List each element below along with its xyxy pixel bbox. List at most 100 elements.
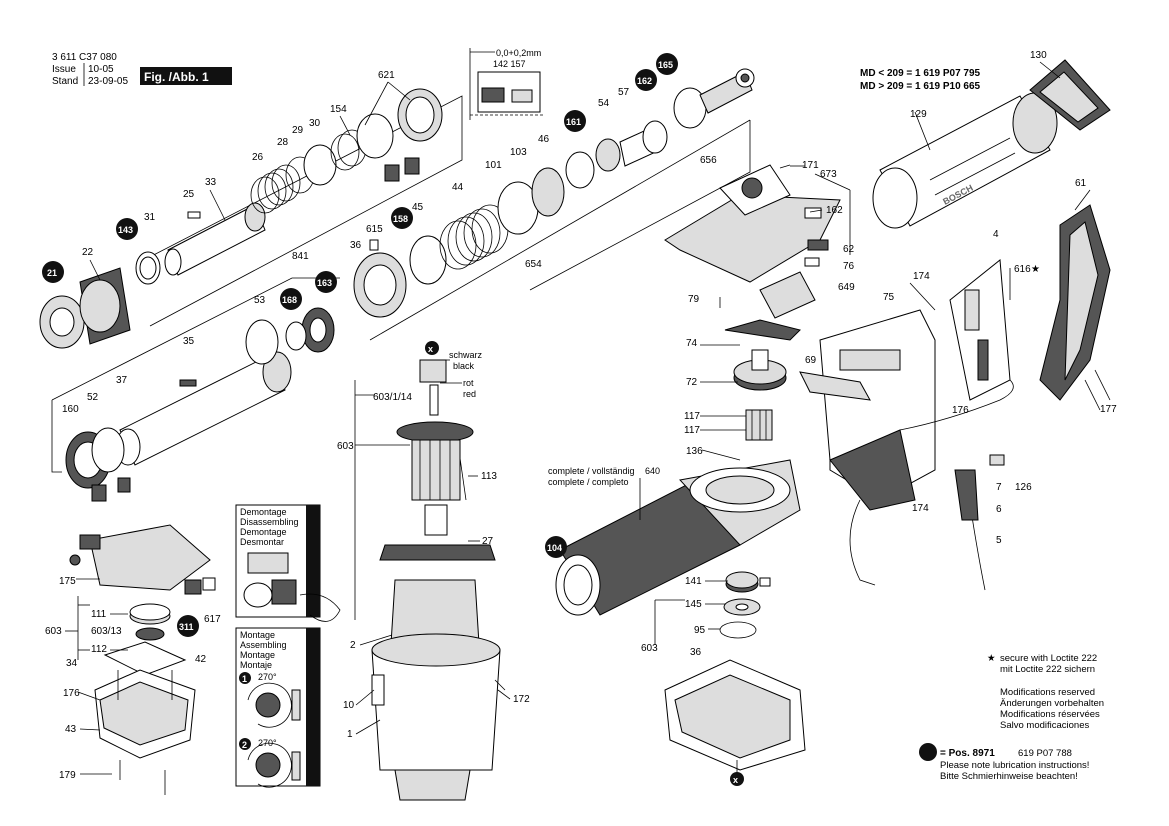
- fig-label-box: [140, 67, 232, 85]
- issue-value: 10-05: [88, 64, 114, 75]
- fig-label: Fig. /Abb. 1: [144, 70, 209, 84]
- label-130: 130: [1030, 50, 1047, 61]
- label-103: 103: [510, 147, 527, 158]
- montage-line-2: Assembling: [240, 640, 287, 650]
- label-69: 69: [805, 355, 817, 366]
- md-note-1: MD < 209 = 1 619 P07 795: [860, 68, 981, 79]
- clutch-parts: [719, 571, 771, 639]
- label-42: 42: [195, 654, 207, 665]
- springs: [250, 88, 443, 214]
- label-129: 129: [910, 109, 927, 120]
- bubble-161: 161: [566, 117, 581, 127]
- label-75: 75: [883, 292, 895, 303]
- label-617: 617: [204, 614, 221, 625]
- label-113: 113: [481, 471, 497, 482]
- loctite-star: ★: [987, 653, 996, 664]
- bubble-158: 158: [393, 214, 408, 224]
- switch-assembly: [949, 204, 1111, 411]
- montage-line-1: Montage: [240, 630, 275, 640]
- wire-black: black: [453, 361, 475, 371]
- header-block: 3 611 C37 080 Issue 10-05 Stand 23-09-05…: [52, 52, 232, 87]
- x-marks: x x: [425, 341, 744, 786]
- complete-line-1: complete / vollständig: [548, 466, 635, 476]
- label-145: 145: [685, 599, 702, 610]
- label-22: 22: [82, 247, 94, 258]
- bubble-21: 21: [47, 268, 57, 278]
- label-174a: 174: [913, 271, 930, 282]
- label-36b: 36: [690, 647, 702, 658]
- lubrication-code: 619 P07 788: [1018, 748, 1072, 759]
- label-615: 615: [366, 224, 383, 235]
- doc-number: 3 611 C37 080: [52, 52, 117, 63]
- demontage-line-4: Desmontar: [240, 537, 284, 547]
- impact-mechanism: [285, 68, 755, 353]
- label-2: 2: [350, 640, 356, 651]
- label-74: 74: [686, 338, 698, 349]
- dim-parts: 142 157: [493, 59, 526, 69]
- label-117a: 117: [684, 411, 700, 422]
- lubrication-line-3: Bitte Schmierhinweise beachten!: [940, 771, 1078, 782]
- barrel-assembly: [51, 277, 340, 502]
- complete-part: 640: [645, 466, 660, 476]
- footnotes: ★ secure with Loctite 222 mit Loctite 22…: [919, 653, 1104, 782]
- label-176a: 176: [952, 405, 969, 416]
- label-29: 29: [292, 125, 304, 136]
- label-72: 72: [686, 377, 698, 388]
- label-54: 54: [598, 98, 610, 109]
- demontage-line-1: Demontage: [240, 507, 287, 517]
- label-34: 34: [66, 658, 78, 669]
- stand-value: 23-09-05: [88, 76, 128, 87]
- label-177: 177: [1100, 404, 1117, 415]
- bubble-143: 143: [118, 225, 133, 235]
- label-101: 101: [485, 160, 502, 171]
- rear-handle-129: BOSCH: [872, 59, 1111, 229]
- label-656: 656: [700, 155, 717, 166]
- label-33: 33: [205, 177, 217, 188]
- label-126: 126: [1015, 482, 1032, 493]
- label-45: 45: [412, 202, 424, 213]
- x-mark-top: x: [428, 344, 433, 354]
- gear-housing-cover: [664, 164, 841, 319]
- leader-lines: [65, 61, 1091, 775]
- spindle-assembly: [39, 88, 463, 349]
- label-179: 179: [59, 770, 76, 781]
- montage-line-3: Montage: [240, 650, 275, 660]
- label-79: 79: [688, 294, 700, 305]
- montage-step-1: 1: [242, 674, 247, 684]
- label-171: 171: [802, 160, 819, 171]
- label-603-1-14: 603/1/14: [373, 392, 412, 403]
- montage-box: Montage Assembling Montage Montaje 1 270…: [235, 627, 321, 788]
- label-841: 841: [292, 251, 309, 262]
- label-76: 76: [843, 261, 855, 272]
- label-7: 7: [996, 482, 1002, 493]
- label-46: 46: [538, 134, 550, 145]
- label-603b: 603: [337, 441, 354, 452]
- label-154: 154: [330, 104, 347, 115]
- label-10: 10: [343, 700, 355, 711]
- label-52: 52: [87, 392, 99, 403]
- label-27: 27: [482, 536, 494, 547]
- demontage-line-3: Demontage: [240, 527, 287, 537]
- label-654: 654: [525, 259, 542, 270]
- label-136: 136: [686, 446, 703, 457]
- demontage-box: Demontage Disassembling Demontage Desmon…: [235, 504, 341, 622]
- lubrication-dot: [919, 743, 937, 761]
- loctite-line-1: secure with Loctite 222: [1000, 653, 1097, 664]
- md-notes: MD < 209 = 1 619 P07 795 MD > 209 = 1 61…: [860, 68, 981, 92]
- bubble-165: 165: [658, 60, 673, 70]
- montage-step-2: 2: [242, 740, 247, 750]
- issue-label: Issue: [52, 64, 76, 75]
- striker-springs: [439, 204, 509, 270]
- dim-tolerance: 0,0+0,2mm: [496, 48, 541, 58]
- label-31: 31: [144, 212, 156, 223]
- motor-housing-75: [799, 309, 936, 511]
- label-162: 162: [826, 205, 843, 216]
- md-note-2: MD > 209 = 1 619 P10 665: [860, 81, 981, 92]
- label-603e: 603: [641, 643, 658, 654]
- dimension-detail: 0,0+0,2mm 142 157: [469, 48, 545, 120]
- label-30: 30: [309, 118, 321, 129]
- modifications-3: Modifications réservées: [1000, 709, 1100, 720]
- label-95: 95: [694, 625, 706, 636]
- label-35: 35: [183, 336, 195, 347]
- clip-69: [799, 371, 871, 401]
